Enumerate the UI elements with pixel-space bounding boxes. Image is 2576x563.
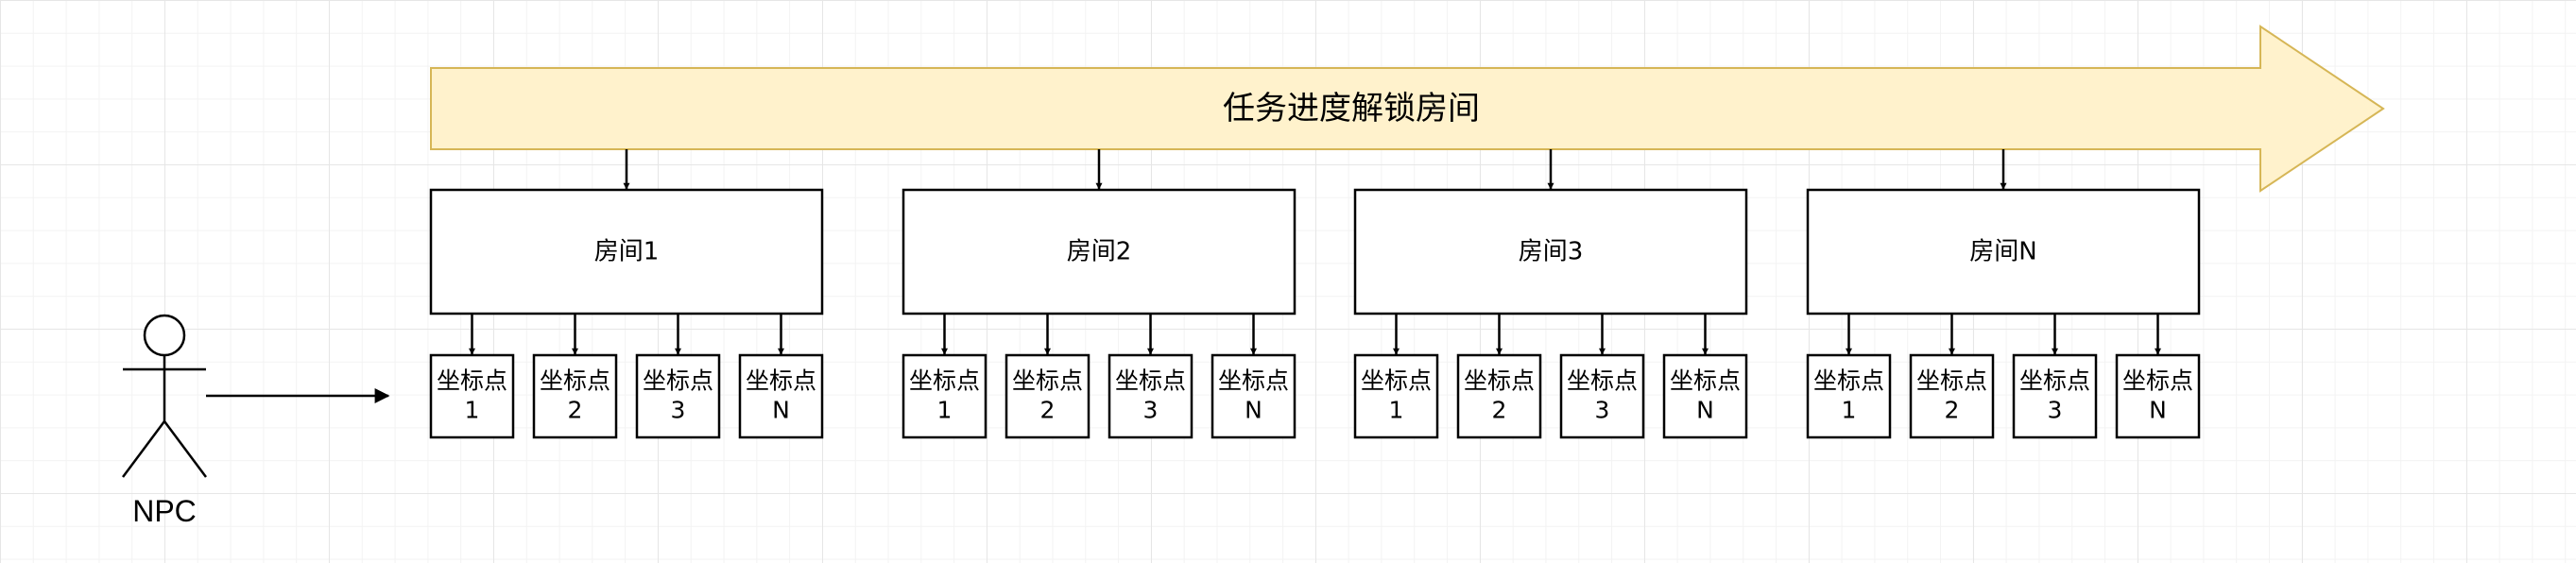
coordinate-point-box [635, 353, 721, 439]
coordinate-point-label: 坐标点 [909, 367, 980, 395]
coordinate-point-index: 1 [1389, 397, 1404, 424]
coordinate-point-box [1108, 353, 1194, 439]
coordinate-point-box [1211, 353, 1297, 439]
coordinate-point-index: 3 [1143, 397, 1159, 424]
coordinate-point-box [738, 353, 824, 439]
coordinate-point-index: 3 [671, 397, 686, 424]
coordinate-point-box [1005, 353, 1091, 439]
coordinate-point-box [902, 353, 987, 439]
stick-figure-icon [121, 314, 208, 478]
coordinate-point-index: 2 [1945, 397, 1960, 424]
coordinate-point-label: 坐标点 [1670, 367, 1741, 395]
coordinate-point-label: 坐标点 [746, 367, 816, 395]
room-label: 房间1 [594, 238, 660, 266]
coordinate-point-index: 3 [2048, 397, 2063, 424]
room-label: 房间3 [1519, 238, 1584, 266]
progress-banner-arrow: 任务进度解锁房间 [430, 25, 2385, 193]
room-box [429, 188, 824, 316]
room-box [1806, 188, 2201, 316]
coordinate-point-index: 1 [465, 397, 480, 424]
room-box [902, 188, 1297, 316]
room-box [1353, 188, 1748, 316]
npc-label: NPC [132, 494, 197, 528]
coordinate-point-box [2012, 353, 2098, 439]
coordinate-point-label: 坐标点 [2122, 367, 2193, 395]
coordinate-point-index: 2 [568, 397, 583, 424]
room-label: 房间N [1969, 238, 2036, 266]
coordinate-point-label: 坐标点 [2019, 367, 2090, 395]
coordinate-point-box [532, 353, 618, 439]
coordinate-point-label: 坐标点 [1567, 367, 1638, 395]
npc-actor: NPC [121, 314, 208, 528]
coordinate-point-box [1662, 353, 1748, 439]
coordinate-point-index: 1 [937, 397, 953, 424]
coordinate-point-box [1456, 353, 1542, 439]
coordinate-point-index: 1 [1842, 397, 1857, 424]
coordinate-point-label: 坐标点 [1361, 367, 1432, 395]
coordinate-point-box [1806, 353, 1892, 439]
coordinate-point-label: 坐标点 [437, 367, 507, 395]
banner-label: 任务进度解锁房间 [1223, 90, 1480, 128]
rooms-group: 房间1坐标点1坐标点2坐标点3坐标点N房间2坐标点1坐标点2坐标点3坐标点N房间… [429, 149, 2201, 439]
coordinate-point-label: 坐标点 [540, 367, 610, 395]
room-label: 房间2 [1067, 238, 1132, 266]
coordinate-point-box [1559, 353, 1645, 439]
coordinate-point-index: N [772, 397, 790, 424]
coordinate-point-label: 坐标点 [1464, 367, 1535, 395]
coordinate-point-box [1353, 353, 1439, 439]
coordinate-point-box [1909, 353, 1995, 439]
coordinate-point-box [429, 353, 515, 439]
coordinate-point-box [2115, 353, 2201, 439]
coordinate-point-index: 2 [1040, 397, 1056, 424]
coordinate-point-label: 坐标点 [1218, 367, 1289, 395]
coordinate-point-label: 坐标点 [643, 367, 713, 395]
coordinate-point-index: N [1245, 397, 1262, 424]
coordinate-point-label: 坐标点 [1813, 367, 1884, 395]
coordinate-point-index: N [1696, 397, 1714, 424]
coordinate-point-label: 坐标点 [1916, 367, 1987, 395]
coordinate-point-label: 坐标点 [1115, 367, 1186, 395]
coordinate-point-index: N [2149, 397, 2167, 424]
coordinate-point-index: 2 [1492, 397, 1507, 424]
coordinate-point-label: 坐标点 [1012, 367, 1083, 395]
coordinate-point-index: 3 [1595, 397, 1610, 424]
